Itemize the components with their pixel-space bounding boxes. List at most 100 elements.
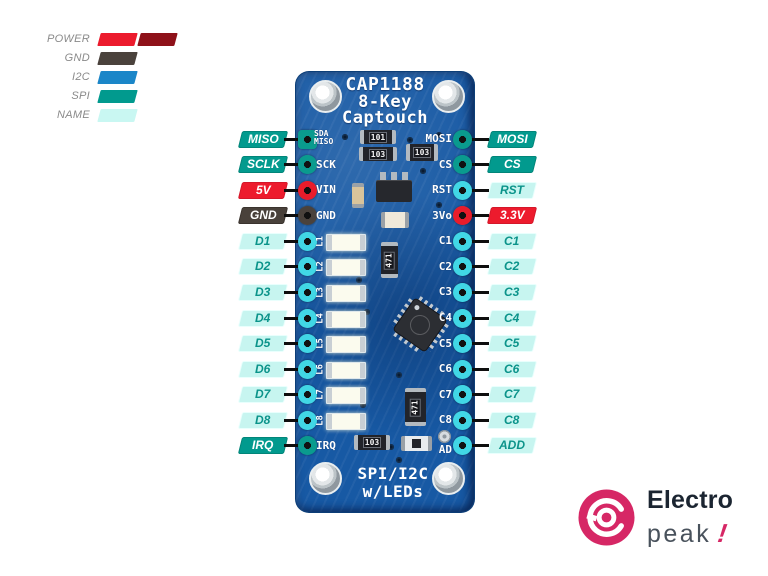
silkscreen-d4: L4 [315,312,326,324]
pin-label-text: 3.3V [499,208,525,223]
connector-line-add [462,444,489,448]
silkscreen-sclk: SCK [316,157,336,171]
pin-label-rst: RST [486,181,538,199]
irq-pin-pad [297,436,317,456]
connector-line-5v [284,188,308,192]
d6-pin-pad [297,359,317,379]
connector-line-d7 [284,393,308,397]
legend-swatch [97,32,138,46]
pin-label-text: D4 [255,310,271,325]
pin-label-text: D1 [255,233,271,248]
cs-pin-pad [452,155,472,175]
legend-row: SPI [36,87,179,105]
brand-name-top: Electro [647,486,734,514]
pin-label-text: C5 [504,336,520,351]
silkscreen-add: AD [438,442,452,456]
rst-pin-pad [452,180,472,200]
via [360,402,366,408]
silkscreen-d5: L5 [315,338,326,350]
via [396,372,402,378]
regulator-body [376,180,412,202]
pin-label-text: D7 [255,387,271,402]
pin-label-text: 5V [255,182,271,197]
connector-line-c2 [462,265,489,269]
led-l6 [326,361,366,379]
silkscreen-line: MISO [314,137,334,146]
pin-label-text: IRQ [252,438,274,453]
d1-pin-pad [297,231,317,251]
pin-label-gnd: GND [237,207,289,225]
board-bottom-line: w/LEDs [362,482,424,501]
mosi-pin-pad [452,129,472,149]
connector-line-gnd [284,214,308,218]
pin-label-d4: D4 [237,309,289,327]
resistor: 103 [359,147,397,161]
legend-swatches [97,51,139,65]
voltage-regulator [376,172,412,202]
miso-pin-pad [297,129,317,149]
d2-pin-pad [297,257,317,277]
electropeak-logo-icon [578,489,635,546]
silkscreen-rst: RST [432,183,452,197]
silkscreen-c8: C8 [438,413,452,427]
via [342,134,348,140]
board-title-line: CAP1188 [345,74,425,95]
pin-label-text: D2 [255,259,271,274]
connector-line-c7 [462,393,489,397]
led-l8 [326,412,366,430]
pin-label-cs: CS [486,156,538,174]
legend-row: GND [36,49,179,67]
silkscreen-mosi: MOSI [425,132,453,145]
pin-label-text: SCLK [246,157,280,172]
legend-swatches [97,70,139,84]
connector-line-d6 [284,367,308,371]
silkscreen-c1: C1 [438,234,452,248]
legend-swatch [137,32,178,46]
component-marking [412,439,421,448]
legend-label: SPI [71,90,90,102]
connector-line-c8 [462,418,489,422]
via [436,202,442,208]
pin-label-text: C2 [504,259,520,274]
d5-pin-pad [297,334,317,354]
mounting-hole [309,80,342,113]
connector-line-c1 [462,239,489,243]
connector-line-rst [462,188,489,192]
pin-label-c4: C4 [486,309,538,327]
c6-pin-pad [452,359,472,379]
connector-line-c6 [462,367,489,371]
led-l7 [326,387,366,405]
silkscreen-d6: L6 [315,363,326,375]
legend-swatch [97,70,138,84]
pin-label-c8: C8 [486,411,538,429]
pin-label-text: C6 [504,361,520,376]
pin-label-5v: 5V [237,181,289,199]
board-title-line: Captouch [342,108,428,128]
silkscreen-3.3v: 3Vo [432,208,452,222]
pin-label-text: ADD [499,438,525,453]
via [388,444,394,450]
pin-label-miso: MISO [237,130,289,148]
silkscreen-c2: C2 [438,259,452,273]
via [364,309,370,315]
pin-label-text: D8 [255,412,271,427]
pin-label-c5: C5 [486,335,538,353]
pin-label-text: MOSI [496,131,528,146]
c7-pin-pad [452,385,472,405]
pin-label-text: C3 [504,284,520,299]
via [407,137,413,143]
pin-label-d6: D6 [237,360,289,378]
pin-label-mosi: MOSI [486,130,538,148]
pin-label-d3: D3 [237,283,289,301]
brand-text: Electro peak ! [647,486,733,549]
unpopulated-pad [438,430,451,443]
legend-label: NAME [57,109,90,121]
connector-line-d5 [284,342,308,346]
3.3v-pin-pad [452,206,472,226]
pin-label-text: MISO [247,131,279,146]
board-title-line: 8-Key [358,92,412,112]
resistor-marking: 471 [384,250,396,270]
silkscreen-d3: L3 [315,287,326,298]
